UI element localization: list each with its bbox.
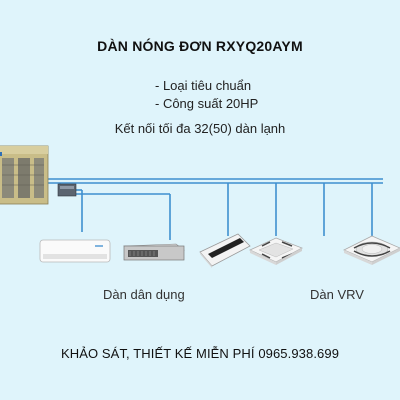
connection-capacity-text: Kết nối tối đa 32(50) dàn lạnh	[114, 121, 286, 136]
outdoor-unit-icon	[0, 145, 49, 205]
wall-mounted-unit-icon	[39, 239, 111, 263]
one-way-cassette-icon	[199, 233, 251, 268]
residential-units-label: Dàn dân dụng	[103, 287, 185, 302]
round-flow-cassette-icon	[343, 235, 400, 265]
four-way-cassette-icon	[249, 237, 303, 265]
branch-box-icon	[57, 183, 77, 197]
ducted-unit-icon	[123, 243, 185, 261]
refrigerant-piping	[48, 178, 383, 240]
spec-standard-type: - Loại tiêu chuẩn	[155, 78, 252, 93]
vrv-units-label: Dàn VRV	[310, 287, 364, 302]
free-survey-hotline: KHẢO SÁT, THIẾT KẾ MIỄN PHÍ 0965.938.699	[60, 346, 340, 361]
spec-capacity: - Công suất 20HP	[155, 96, 259, 111]
product-title: DÀN NÓNG ĐƠN RXYQ20AYM	[97, 38, 303, 54]
